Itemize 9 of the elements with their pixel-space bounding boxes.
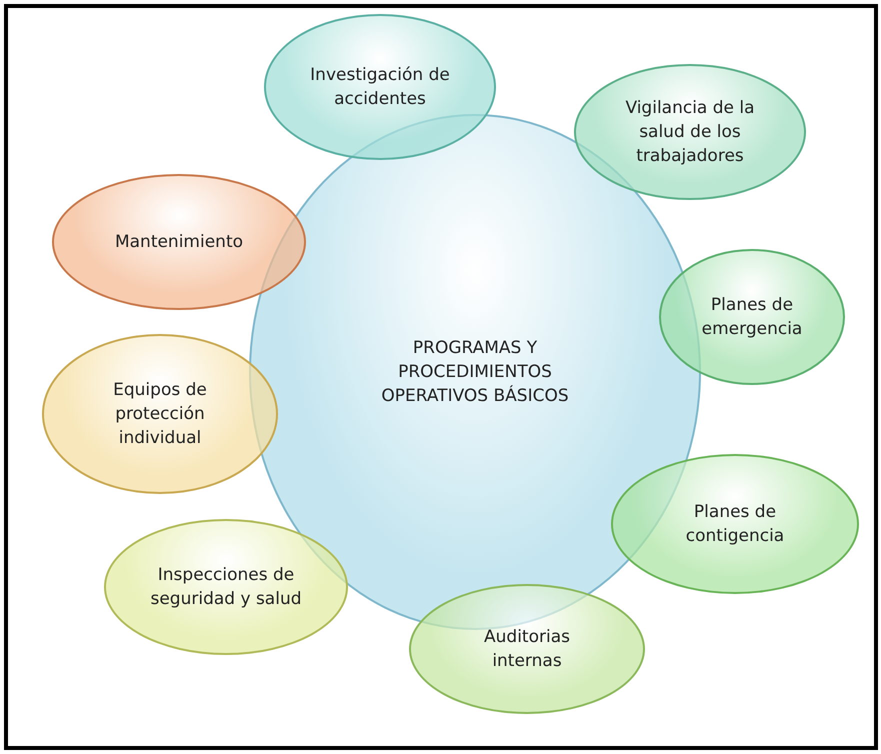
node-label: Equipos de protección individual [112, 379, 208, 450]
node-label: Auditorias internas [483, 626, 571, 673]
node-label: Inspecciones de seguridad y salud [149, 564, 303, 611]
node-label: Investigación de accidentes [309, 64, 451, 111]
node-label: Vigilancia de la salud de los trabajadores [624, 97, 756, 168]
node-label: Mantenimiento [114, 231, 244, 254]
node-label: PROGRAMAS Y PROCEDIMIENTOS OPERATIVOS BÁSICOS [380, 337, 570, 408]
node-label: Planes de emergencia [700, 294, 804, 341]
node-label: Planes de contigencia [684, 501, 786, 548]
